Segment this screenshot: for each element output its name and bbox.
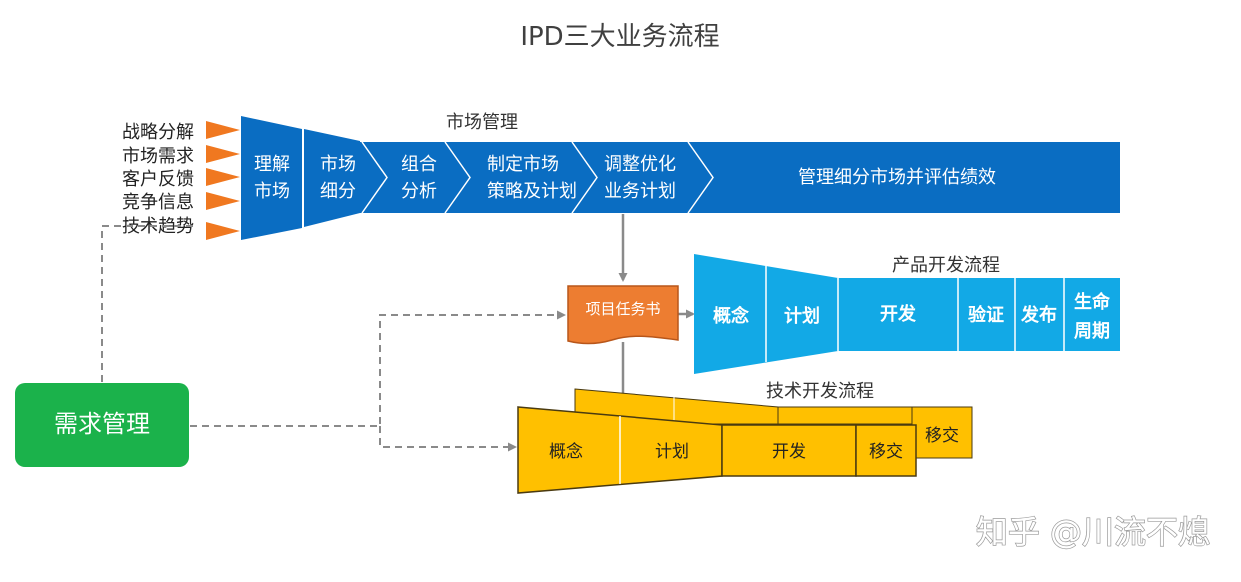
demand-management-box	[15, 383, 189, 467]
product-step-lifecycle: 周期	[1074, 321, 1110, 342]
diagram-title: IPD三大业务流程	[520, 22, 719, 52]
input-list: 战略分解 市场需求 客户反馈 竞争信息 技术趋势	[122, 121, 240, 240]
input-arrow-icon	[206, 192, 240, 210]
tech-front-develop	[721, 424, 857, 477]
tech-step-handoff: 移交	[869, 442, 903, 462]
tech-step-plan: 计划	[655, 442, 689, 462]
chevron-divider	[571, 141, 598, 214]
input-label-tech-trend: 技术趋势	[122, 216, 194, 237]
chevron-divider	[444, 141, 471, 214]
product-step-plan: 计划	[784, 305, 820, 327]
dashed-demand-to-tech	[379, 426, 517, 452]
market-step-label: 组合	[401, 154, 437, 175]
input-label-market-demand: 市场需求	[122, 146, 194, 167]
market-process-label: 市场管理	[446, 112, 518, 133]
product-step-release: 发布	[1020, 304, 1057, 326]
input-label-strategy: 战略分解	[122, 122, 194, 143]
product-step-develop: 开发	[880, 303, 917, 325]
market-process-band: 理解 市场 市场 细分 组合 分析 制定市场 策略及计划 调整优化 业务计划 管…	[241, 116, 1120, 240]
market-step-label: 市场	[320, 154, 356, 175]
project-charter-label: 项目任务书	[585, 300, 660, 318]
watermark: 知乎 @川流不熄	[976, 513, 1210, 551]
input-arrow-icon	[206, 145, 240, 163]
product-step-verify: 验证	[968, 304, 1004, 326]
input-label-customer-feedback: 客户反馈	[122, 169, 194, 190]
tech-process-label: 技术开发流程	[766, 381, 874, 402]
product-band-body	[838, 278, 1120, 351]
product-step-lifecycle: 生命	[1074, 291, 1111, 313]
market-step-label: 策略及计划	[487, 181, 577, 202]
market-step-label: 市场	[254, 181, 290, 202]
market-step-segment	[304, 129, 360, 227]
product-process-band: 概念 计划 开发 验证 发布 生命 周期	[694, 254, 1120, 374]
tech-back-handoff	[911, 406, 973, 459]
tech-back-body	[777, 406, 913, 425]
input-arrow-icon	[206, 222, 240, 240]
market-step-label: 制定市场	[487, 154, 559, 175]
project-charter-document	[567, 285, 679, 345]
input-arrow-icon	[206, 121, 240, 139]
chevron-divider	[687, 141, 714, 214]
product-step-concept: 概念	[713, 305, 749, 327]
market-step-label: 业务计划	[604, 181, 676, 202]
market-step-label: 细分	[320, 181, 356, 202]
product-process-label: 产品开发流程	[892, 255, 1000, 276]
tech-front-handoff	[855, 424, 917, 477]
chevron-divider	[361, 141, 388, 214]
tech-step-develop: 开发	[772, 442, 806, 462]
input-arrow-icon	[206, 168, 240, 186]
input-label-competition: 竞争信息	[122, 192, 194, 213]
dashed-demand-to-inputs	[101, 225, 196, 382]
tech-process-front: 概念 计划 开发 移交	[517, 406, 917, 494]
market-band-body	[360, 142, 1120, 213]
tech-back-step-handoff: 移交	[925, 426, 959, 446]
tech-process-back: 移交	[574, 388, 973, 459]
market-step-understand	[241, 116, 302, 240]
market-step-label: 分析	[401, 181, 437, 202]
demand-management-label: 需求管理	[54, 410, 150, 438]
market-step-label: 调整优化	[604, 154, 676, 175]
market-step-label: 理解	[254, 154, 290, 175]
market-step-label: 管理细分市场并评估绩效	[798, 167, 996, 188]
dashed-demand-to-charter	[190, 310, 566, 427]
tech-step-concept: 概念	[549, 441, 583, 462]
